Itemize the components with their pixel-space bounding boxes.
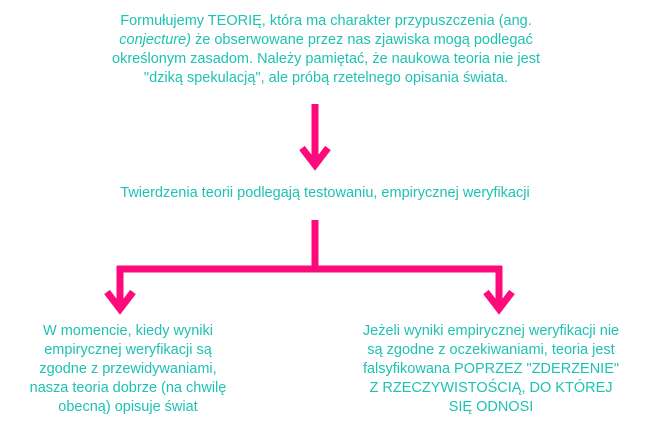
right-line-1: Jeżeli wyniki empirycznej weryfikacji ni… [362, 323, 620, 339]
right-line-2: są zgodne z oczekiwaniami, teoria jest [367, 342, 615, 358]
confirmation-outcome-text: W momencie, kiedy wyniki empirycznej wer… [12, 322, 244, 417]
top-line-2-rest: że obserwowane przez nas zjawiska mogą p… [190, 32, 533, 48]
left-line-5: obecną) opisuje świat [58, 399, 198, 415]
right-line-3: falsyfikowana POPRZEZ "ZDERZENIE" [362, 361, 620, 377]
conjecture-term: conjecture) [119, 32, 191, 48]
left-line-2: empirycznej weryfikacji są [44, 342, 212, 358]
right-line-5: SIĘ ODNOSI [448, 399, 534, 415]
left-line-3: zgodne z przewidywaniami, [39, 361, 217, 377]
arrow-to-left-box [104, 266, 136, 315]
arrow-top-to-middle [299, 104, 331, 171]
theory-formulation-text: Formułujemy TEORIĘ, która ma charakter p… [62, 12, 590, 88]
top-line-2: conjecture) że obserwowane przez nas zja… [62, 31, 590, 50]
branch-connector [117, 220, 502, 273]
verification-text: Twierdzenia teorii podlegają testowaniu,… [120, 185, 530, 201]
left-line-4: nasza teoria dobrze (na chwilę [29, 380, 227, 396]
left-line-1: W momencie, kiedy wyniki [42, 323, 213, 339]
top-line-3: określonym zasadom. Należy pamiętać, że … [112, 51, 540, 67]
top-line-4: "dziką spekulacją", ale próbą rzetelnego… [143, 70, 509, 86]
falsification-outcome-text: Jeżeli wyniki empirycznej weryfikacji ni… [342, 322, 640, 417]
top-line-1: Formułujemy TEORIĘ, która ma charakter p… [120, 13, 532, 29]
arrow-to-right-box [483, 266, 515, 315]
right-line-4: Z RZECZYWISTOŚCIĄ, DO KTÓREJ [369, 380, 613, 396]
